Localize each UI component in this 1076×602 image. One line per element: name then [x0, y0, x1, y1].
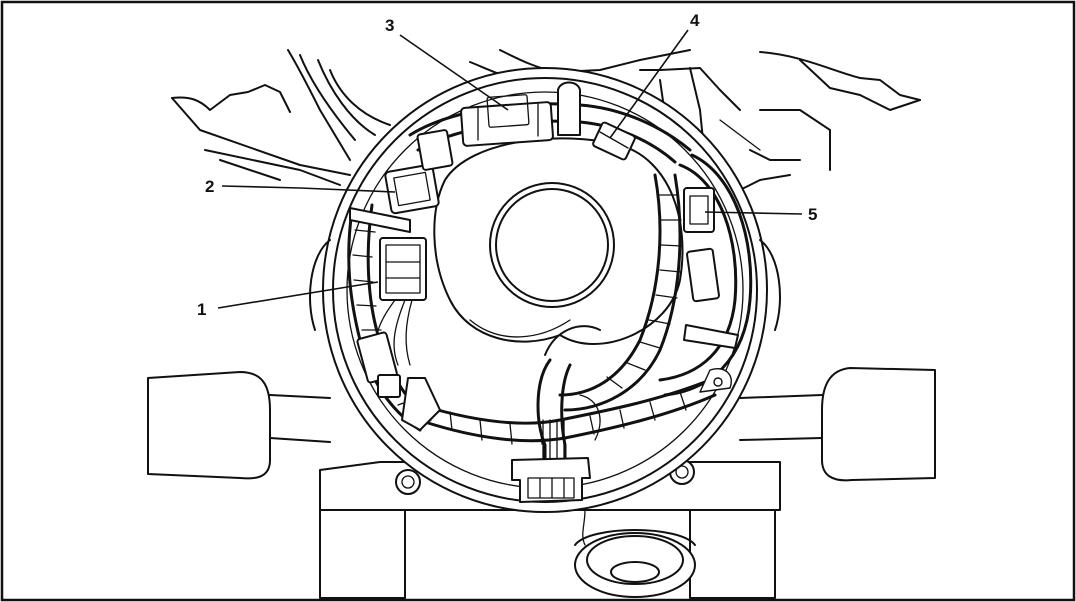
leader-lines	[217, 29, 803, 309]
callout-5: 5	[808, 205, 817, 224]
connector-3	[460, 94, 554, 147]
handlebar-right	[739, 367, 936, 482]
wiring-harness	[347, 81, 753, 546]
leader-1	[217, 281, 379, 309]
leader-3	[399, 34, 509, 111]
leader-5	[704, 211, 803, 215]
connector-4	[592, 121, 636, 161]
callout-2: 2	[205, 177, 214, 196]
callout-4: 4	[690, 11, 700, 30]
leader-2	[221, 185, 396, 193]
connector-lower-left	[356, 331, 401, 398]
connector-1	[379, 237, 427, 301]
connector-bottom	[511, 457, 591, 503]
connector-2	[384, 129, 454, 215]
rubber-grommet	[574, 529, 696, 598]
handlebar-left	[147, 371, 331, 480]
callout-3: 3	[385, 16, 394, 35]
callout-1: 1	[197, 300, 206, 319]
leader-4	[609, 29, 689, 139]
headlight-socket	[433, 137, 684, 345]
connector-5	[683, 187, 720, 303]
